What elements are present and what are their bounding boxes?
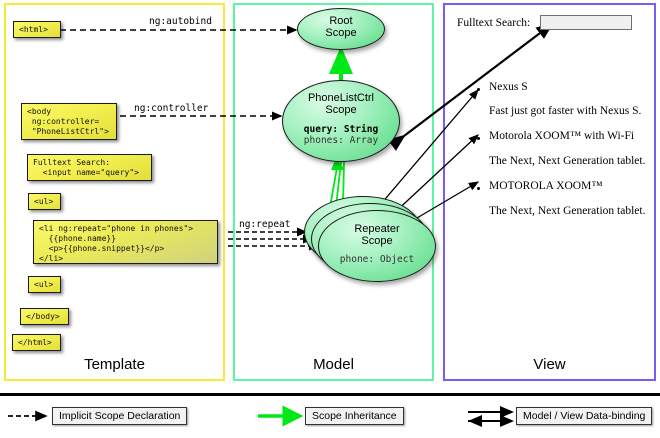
fulltext-search-box: Fulltext Search: <input name="query"> bbox=[27, 154, 152, 181]
prop-phones-key: phones: bbox=[303, 135, 344, 146]
legend-item-implicit-scope-declaration: Implicit Scope Declaration bbox=[52, 407, 188, 425]
ng-controller-label: ng:controller bbox=[134, 103, 209, 114]
panel-view-label: View bbox=[533, 356, 566, 373]
prop-phones-value: Array bbox=[349, 135, 379, 146]
prop-phone: phone: Object bbox=[340, 254, 414, 265]
prop-query-value: String bbox=[343, 124, 379, 135]
ng-autobind-label: ng:autobind bbox=[149, 16, 212, 27]
list-item-snippet: The Next, Next Generation tablet. bbox=[489, 155, 646, 167]
phonelistctrl-scope-title-line2: Scope bbox=[325, 104, 357, 116]
list-item-name: Motorola XOOM™ with Wi-Fi bbox=[489, 130, 635, 142]
repeater-scope-title: Repeater Scope bbox=[354, 223, 399, 247]
phonelistctrl-scope: PhoneListCtrl Scope query: String phones… bbox=[282, 80, 400, 162]
fulltext-search-label: Fulltext Search: bbox=[457, 17, 531, 29]
list-item-snippet: Fast just got faster with Nexus S. bbox=[489, 105, 642, 117]
list-item-name: MOTOROLA XOOM™ bbox=[489, 180, 603, 192]
list-item-name: Nexus S bbox=[489, 81, 528, 93]
root-scope-title-line1: Root bbox=[329, 15, 353, 27]
li-repeat-box: <li ng:repeat="phone in phones"> {{phone… bbox=[33, 220, 218, 264]
root-scope-title-line2: Scope bbox=[325, 27, 357, 39]
search-input[interactable] bbox=[540, 15, 632, 30]
list-bullet bbox=[477, 187, 480, 190]
repeater-scope-title-line2: Scope bbox=[361, 235, 393, 247]
prop-phone-value: Object bbox=[379, 254, 415, 265]
phonelistctrl-scope-props: query: String phones: Array bbox=[304, 124, 378, 146]
list-bullet bbox=[477, 137, 480, 140]
root-scope-title: Root Scope bbox=[325, 15, 356, 39]
panel-model-label: Model bbox=[313, 356, 354, 373]
body-close-box: </body> bbox=[20, 308, 69, 325]
phonelistctrl-scope-title: PhoneListCtrl Scope bbox=[308, 92, 374, 116]
repeater-scope-props: phone: Object bbox=[340, 254, 414, 265]
panel-template-label: Template bbox=[84, 356, 145, 373]
repeater-scope-title-line1: Repeater bbox=[354, 223, 400, 235]
body-controller-box: <body ng:controller= "PhoneListCtrl"> bbox=[21, 103, 117, 140]
prop-phones: phones: Array bbox=[304, 135, 378, 146]
legend: Implicit Scope Declaration Scope Inherit… bbox=[0, 393, 660, 438]
prop-query-key: query: bbox=[303, 124, 339, 135]
panel-view: View bbox=[443, 3, 656, 381]
panel-model: Model bbox=[233, 3, 434, 381]
legend-arrows bbox=[8, 405, 514, 427]
ng-repeat-label: ng:repeat bbox=[239, 219, 291, 230]
list-item-snippet: The Next, Next Generation tablet. bbox=[489, 205, 646, 217]
root-scope: Root Scope bbox=[297, 8, 385, 50]
prop-phone-key: phone: bbox=[339, 254, 375, 265]
list-bullet bbox=[477, 88, 480, 91]
html-close-box: </html> bbox=[12, 334, 61, 351]
legend-item-model-view-data-binding: Model / View Data-binding bbox=[516, 407, 653, 425]
repeater-scope: Repeater Scope phone: Object bbox=[318, 210, 436, 282]
ul-close-box: <ul> bbox=[28, 276, 61, 293]
phonelistctrl-scope-title-line1: PhoneListCtrl bbox=[307, 92, 375, 104]
legend-item-scope-inheritance: Scope Inheritance bbox=[305, 407, 404, 425]
html-open-box: <html> bbox=[13, 21, 61, 38]
prop-query: query: String bbox=[304, 124, 378, 135]
ul-open-box: <ul> bbox=[28, 193, 61, 210]
